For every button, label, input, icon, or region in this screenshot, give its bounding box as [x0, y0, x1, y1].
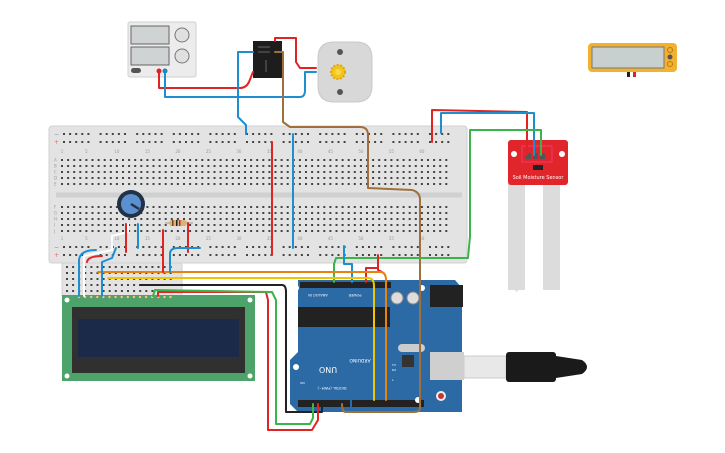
row-letter: F: [54, 205, 57, 210]
current-knob[interactable]: [174, 48, 190, 64]
soil-moisture-sensor[interactable]: Soil Moisture Sensor: [508, 140, 568, 292]
dc-power-jack[interactable]: [430, 285, 463, 307]
l-label: L: [392, 378, 394, 382]
wire-green: [333, 129, 542, 283]
usb-port[interactable]: [430, 352, 464, 380]
column-number: 60: [419, 149, 425, 154]
wire-blue: [164, 70, 317, 98]
rail-sign: +: [54, 252, 59, 259]
power-supply[interactable]: [127, 21, 197, 78]
power-label: POWER: [348, 293, 362, 297]
row-letter: E: [54, 182, 57, 187]
column-number: 35: [267, 149, 273, 154]
column-number: 50: [358, 149, 364, 154]
relay[interactable]: [253, 41, 282, 78]
rx-label: RX: [392, 368, 396, 372]
power-header: [343, 282, 391, 288]
row-letter: H: [54, 217, 57, 222]
wire-blue: [440, 112, 535, 156]
wire-orange: [97, 271, 387, 401]
voltage-knob[interactable]: [174, 27, 190, 43]
uno-label: UNO: [319, 365, 337, 374]
column-number: 1: [61, 236, 64, 241]
wire-brown: [274, 51, 421, 413]
column-number: 45: [328, 149, 334, 154]
lcd-display[interactable]: [62, 295, 255, 381]
column-number: 5: [85, 149, 88, 154]
column-number: 5: [85, 236, 88, 241]
potentiometer[interactable]: [117, 190, 145, 218]
breadboard[interactable]: ABCDEFGHIJ115510101515202025253030353540…: [48, 125, 468, 264]
on-label: ON: [300, 381, 305, 385]
wire-white: [83, 223, 129, 297]
column-number: 50: [358, 236, 364, 241]
row-letter: J: [53, 229, 55, 234]
power-switch[interactable]: [131, 68, 141, 73]
wire-black: [139, 284, 323, 413]
wires[interactable]: [78, 37, 542, 431]
rail-sign: −: [54, 131, 59, 138]
wire-red: [86, 255, 103, 263]
sensor-label: Soil Moisture Sensor: [513, 175, 565, 181]
rail-sign: −: [54, 244, 59, 251]
breadboard-holes: [61, 133, 450, 256]
column-number: 30: [236, 149, 242, 154]
column-number: 10: [114, 236, 120, 241]
column-number: 25: [206, 236, 212, 241]
breadboard-labels: ABCDEFGHIJ115510101515202025253030353540…: [53, 131, 425, 259]
row-letter: C: [54, 170, 57, 175]
column-number: 45: [328, 236, 334, 241]
analog-label: ANALOG IN: [308, 293, 328, 297]
dc-motor[interactable]: [317, 41, 373, 103]
tx-label: TX: [391, 363, 396, 367]
wire-blue: [78, 249, 97, 297]
column-number: 15: [145, 236, 151, 241]
arduino-brand: ARDUINO: [349, 357, 371, 363]
wire-green: [152, 289, 314, 425]
wire-blue: [169, 247, 201, 273]
row-letter: G: [54, 211, 57, 216]
digital-label: DIGITAL (PWM~): [317, 386, 347, 390]
wire-red: [158, 70, 254, 89]
arduino-uno[interactable]: UNO ARDUINO DIGITAL (PWM~) ANALOG IN POW…: [290, 280, 464, 412]
column-number: 40: [297, 236, 303, 241]
multimeter[interactable]: [588, 43, 677, 77]
usb-cable[interactable]: [463, 352, 587, 382]
row-letter: B: [54, 164, 57, 169]
column-number: 60: [419, 236, 425, 241]
column-number: 35: [267, 236, 273, 241]
column-number: 55: [389, 149, 395, 154]
column-number: 25: [206, 149, 212, 154]
wire-red: [431, 109, 528, 156]
wire-blue: [101, 247, 117, 297]
column-number: 20: [175, 149, 181, 154]
probe-black[interactable]: [627, 72, 630, 77]
column-number: 20: [175, 236, 181, 241]
probe-red[interactable]: [633, 72, 636, 77]
digital-header-low: [298, 400, 350, 407]
row-letter: I: [54, 223, 55, 228]
atmega-chip: [298, 307, 390, 327]
reset-button[interactable]: [438, 393, 444, 399]
digital-header-high: [352, 400, 424, 407]
column-number: 40: [297, 149, 303, 154]
column-number: 15: [145, 149, 151, 154]
wire-yellow: [107, 277, 375, 401]
row-letter: A: [54, 158, 57, 163]
wire-red: [274, 37, 317, 69]
column-number: 1: [61, 149, 64, 154]
column-number: 30: [236, 236, 242, 241]
wire-blue: [237, 51, 254, 135]
rail-sign: +: [54, 139, 59, 146]
row-letter: D: [54, 176, 57, 181]
resistor[interactable]: [165, 220, 193, 226]
column-number: 55: [389, 236, 395, 241]
column-number: 10: [114, 149, 120, 154]
wire-red: [157, 291, 319, 431]
analog-header: [300, 282, 348, 288]
